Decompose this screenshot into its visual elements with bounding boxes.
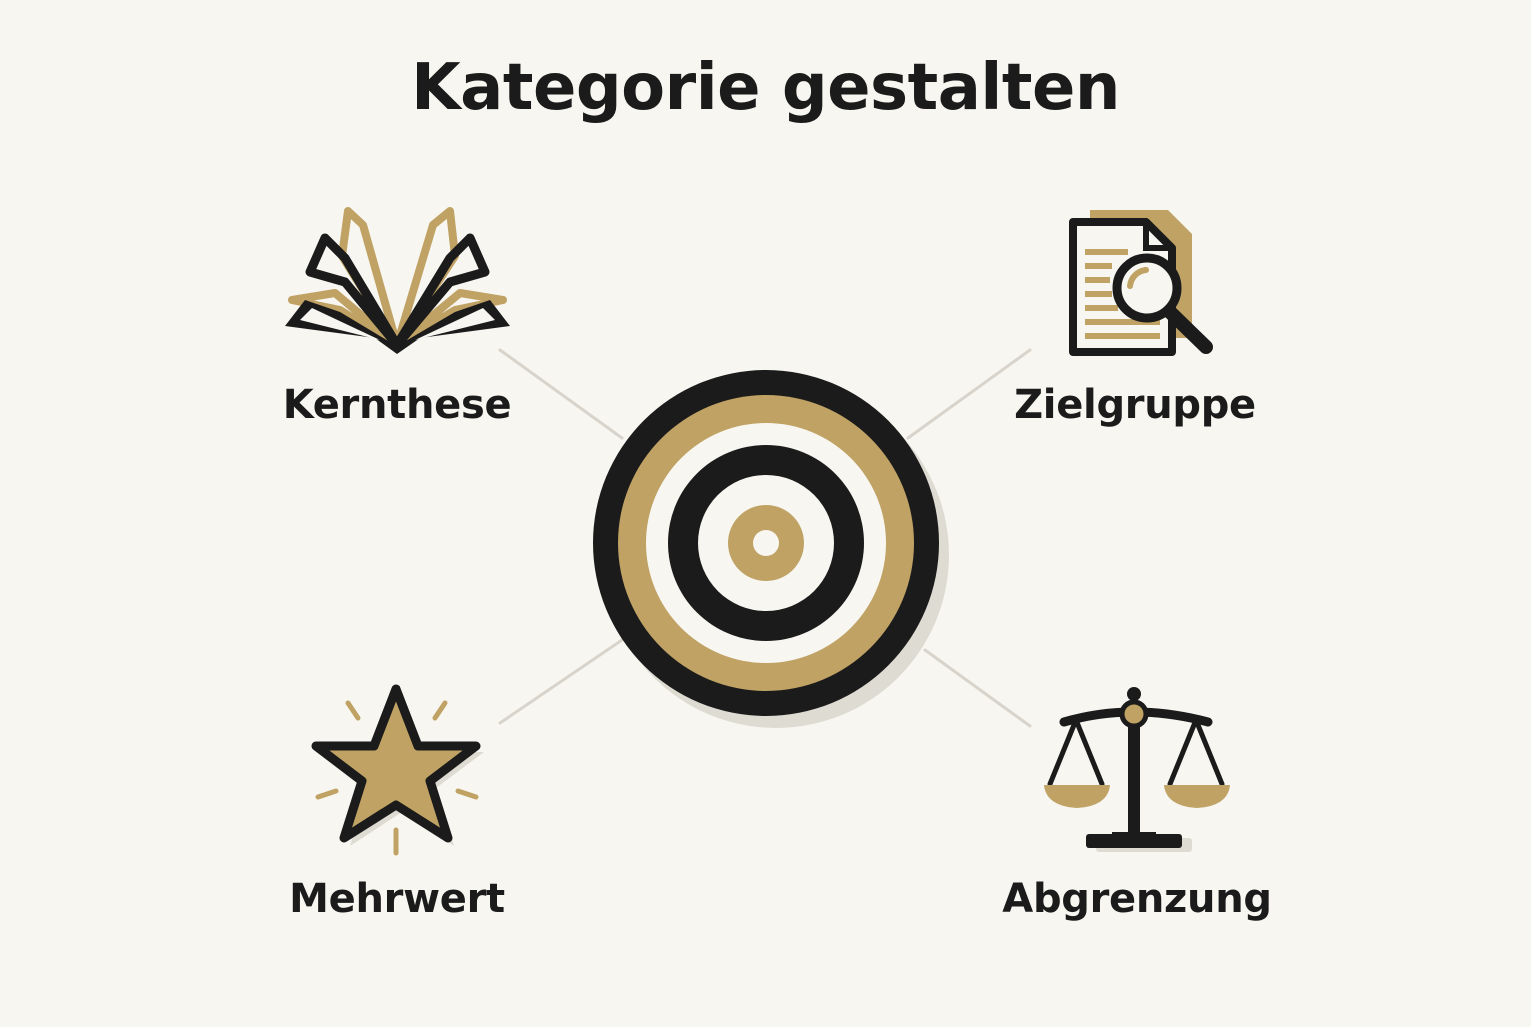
balance-scale-icon xyxy=(1044,687,1230,852)
sparkling-star-icon xyxy=(311,684,484,856)
node-label-mehrwert: Mehrwert xyxy=(289,876,505,922)
connector-kernthese xyxy=(498,348,624,440)
connector-abgrenzung xyxy=(923,648,1032,728)
target-icon xyxy=(593,370,949,728)
connectors xyxy=(498,348,1032,728)
connector-zielgruppe xyxy=(906,348,1032,440)
node-label-abgrenzung: Abgrenzung xyxy=(1002,876,1272,922)
document-search-icon xyxy=(1069,210,1213,356)
node-label-kernthese: Kernthese xyxy=(282,382,512,428)
open-book-icon xyxy=(285,207,510,354)
connector-mehrwert xyxy=(498,638,624,725)
diagram-title: Kategorie gestalten xyxy=(411,51,1120,125)
node-label-zielgruppe: Zielgruppe xyxy=(1014,382,1256,428)
